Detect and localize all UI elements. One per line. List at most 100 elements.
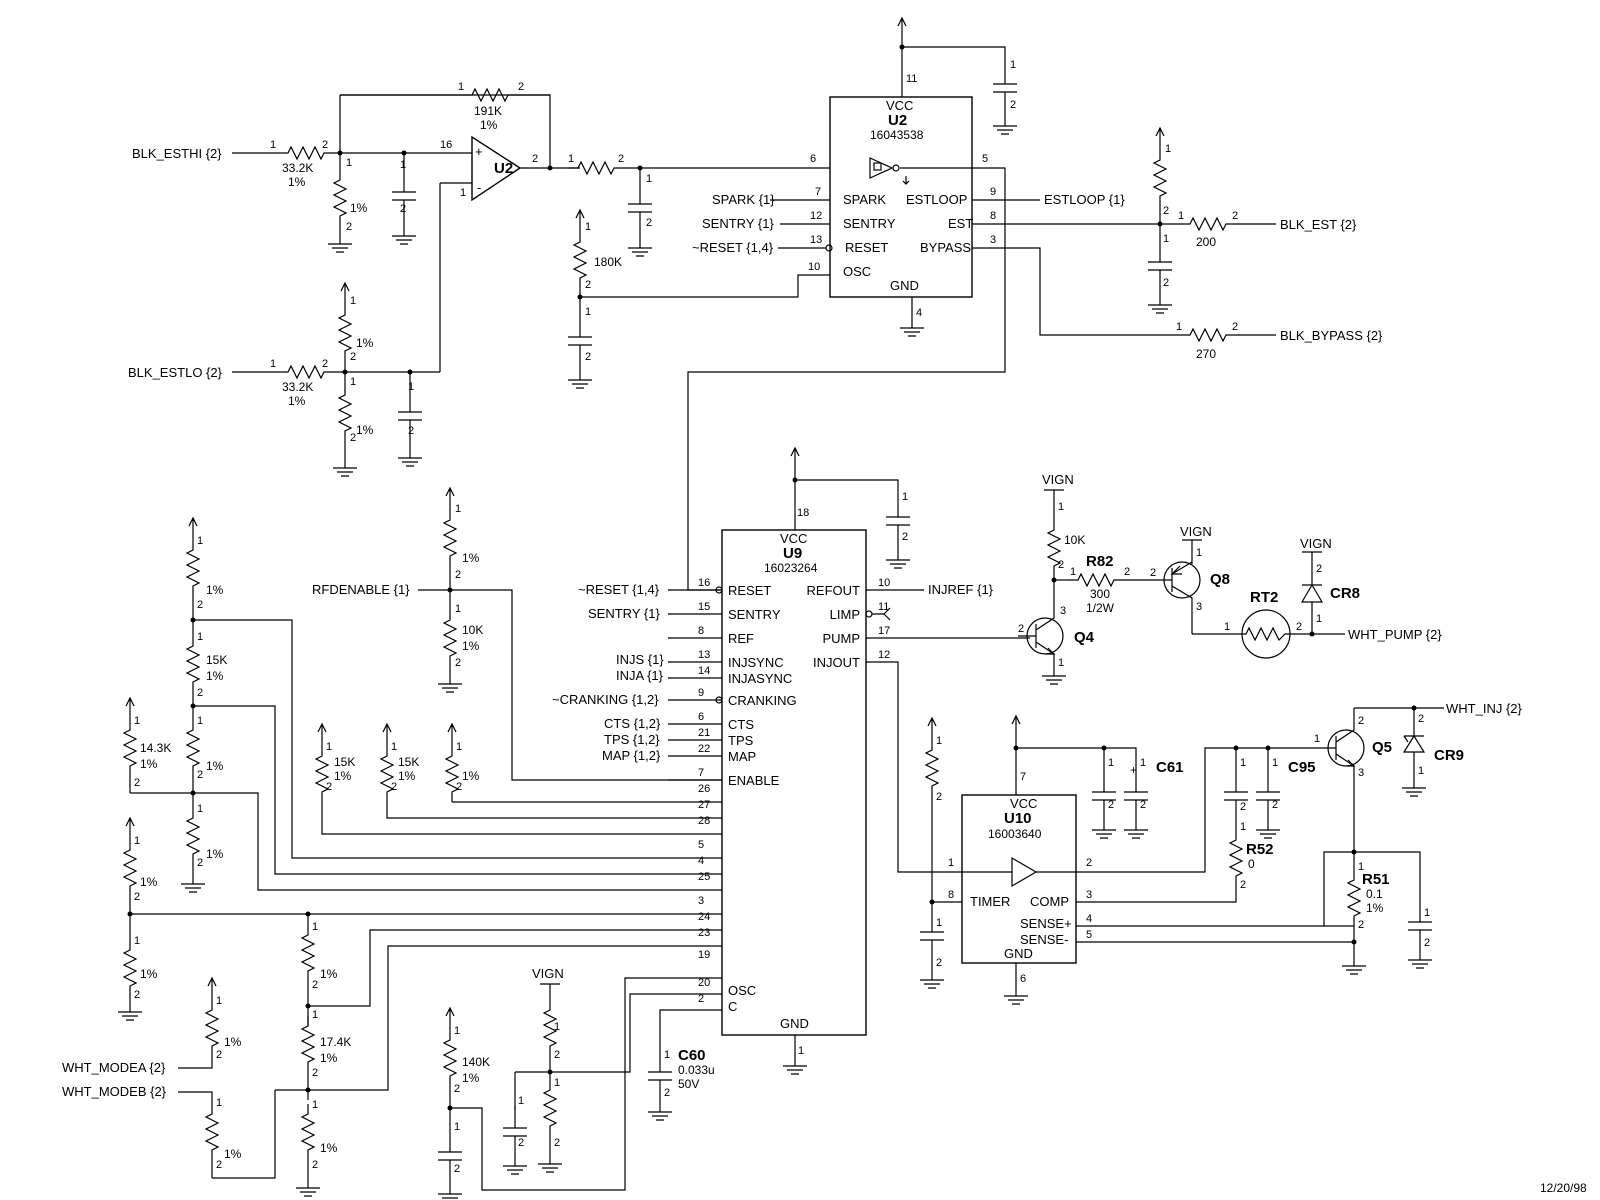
pin-num: 2 [1240,801,1246,813]
pin-num: 1 [554,1077,560,1089]
pin-num: 1 [216,995,222,1007]
pin-num: 2 [1418,713,1424,725]
pin-num: 2 [518,81,524,93]
pin-num: 1 [585,221,591,233]
pin-num: 4 [916,307,922,319]
pin-num: 1 [312,1009,318,1021]
r52-ref: R52 [1246,841,1274,858]
pin-num: 2 [1150,567,1156,579]
tolerance: 1% [462,551,480,565]
resistor-value: 140K [462,1055,490,1069]
pin-name: OSC [843,264,871,279]
pin-num: 2 [134,777,140,789]
pin-num: 1 [455,503,461,515]
u9-pin-name: RESET [728,583,771,598]
pin-name: BYPASS [920,240,971,255]
pin-num: 2 [554,1049,560,1061]
q4-ref: Q4 [1074,629,1095,646]
sentry-label: SENTRY {1} [588,606,660,621]
pin-num: 1 [1272,757,1278,769]
blk-bypass-label: BLK_BYPASS {2} [1280,328,1383,343]
pin-num: 13 [810,234,822,246]
pin-num: 9 [990,186,996,198]
resistor-value: 0.1 [1366,887,1383,901]
pin-num: 1 [936,735,942,747]
wht-inj-label: WHT_INJ {2} [1446,701,1523,716]
pin-num: 2 [197,599,203,611]
u9-pin-number: 13 [698,649,710,661]
pin-num: 1 [326,741,332,753]
pin-num: 1 [1176,321,1182,333]
u9-body [721,529,867,1036]
pin-num: 1 [346,157,352,169]
pin-name: SENSE+ [1020,916,1072,931]
blk-estlo-net: BLK_ESTLO {2} 1 2 33.2K 1% 1 2 1% 1 2 1%… [128,282,440,477]
tolerance: 1% [334,769,352,783]
part-number: 16023264 [764,561,818,575]
resistor-value: 200 [1196,235,1216,249]
pin-num: 5 [1086,929,1092,941]
u9-pin-number: 11 [878,601,889,613]
pin-num: 6 [1020,973,1026,985]
gnd-label: GND [890,278,919,293]
tolerance: 1% [288,175,306,189]
rfdenable-label: RFDENABLE {1} [312,582,410,597]
pin-num: 2 [1010,99,1016,111]
pin-num: 2 [1018,623,1024,635]
map-label: MAP {1,2} [602,748,661,763]
tolerance: 1% [462,769,480,783]
u9-pin-number: 16 [698,577,710,589]
pin-num: 11 [906,73,917,85]
pin-num: 1 [312,1099,318,1111]
minus-sign: - [477,180,481,195]
resistor-value: 33.2K [282,161,313,175]
cts-label: CTS {1,2} [604,716,661,731]
pin-num: 2 [400,203,406,215]
pin-num: 2 [1140,799,1146,811]
pin-num: 1 [1240,821,1246,833]
pin-num: 1 [456,741,462,753]
u2-input-filter: 1 2 1 2 6 1 2 180K 1 2 10 [567,153,830,389]
pin-num: 2 [1108,799,1114,811]
pin-num: 10 [808,261,820,273]
tolerance: 1% [206,583,224,597]
u9-pin-name: REFOUT [807,583,861,598]
pin-num: 7 [1020,771,1026,783]
pin-num: 1 [585,306,591,318]
pin-num: 1 [454,1121,460,1133]
estloop-label: ESTLOOP {1} [1044,192,1125,207]
pin-num: 2 [936,791,942,803]
pin-num: 1 [568,153,574,165]
pin-num: 2 [455,657,461,669]
vign-label: VIGN [532,966,564,981]
sentry-label: SENTRY {1} [702,216,774,231]
pin-num: 2 [197,687,203,699]
pin-num: 1 [936,917,942,929]
u2-comparator: + - U2 2 1 [439,135,580,372]
est-bypass-outputs: 1 2 1 2 1 2 200 BLK_EST {2} 1 2 270 BLK_… [1147,127,1383,361]
pin-num: 1 [1418,765,1424,777]
resistor-value: 10K [462,623,483,637]
pin-num: 1 [1314,733,1320,745]
u9-pin-number: 20 [698,977,710,989]
u9-pin-name: SENTRY [728,607,781,622]
pin-num: 2 [322,139,328,151]
pin-num: 2 [618,153,624,165]
tolerance: 1% [462,1071,480,1085]
reset-label: ~RESET {1,4} [578,582,660,597]
tolerance: 1% [320,1141,338,1155]
pin-num: 2 [1296,621,1302,633]
resistor-value: 270 [1196,347,1216,361]
pin-num: 1 [902,491,908,503]
pin-num: 1 [798,1045,804,1057]
pin-num: 3 [1196,601,1202,613]
tolerance: 1% [356,336,374,350]
u9-pin-name: CRANKING [728,693,797,708]
c60-ref: C60 [678,1047,706,1064]
u9-pin-number: 8 [698,625,704,637]
gnd-label: GND [780,1016,809,1031]
resistor-value: 300 [1090,587,1110,601]
pin-num: 1 [1058,501,1064,513]
